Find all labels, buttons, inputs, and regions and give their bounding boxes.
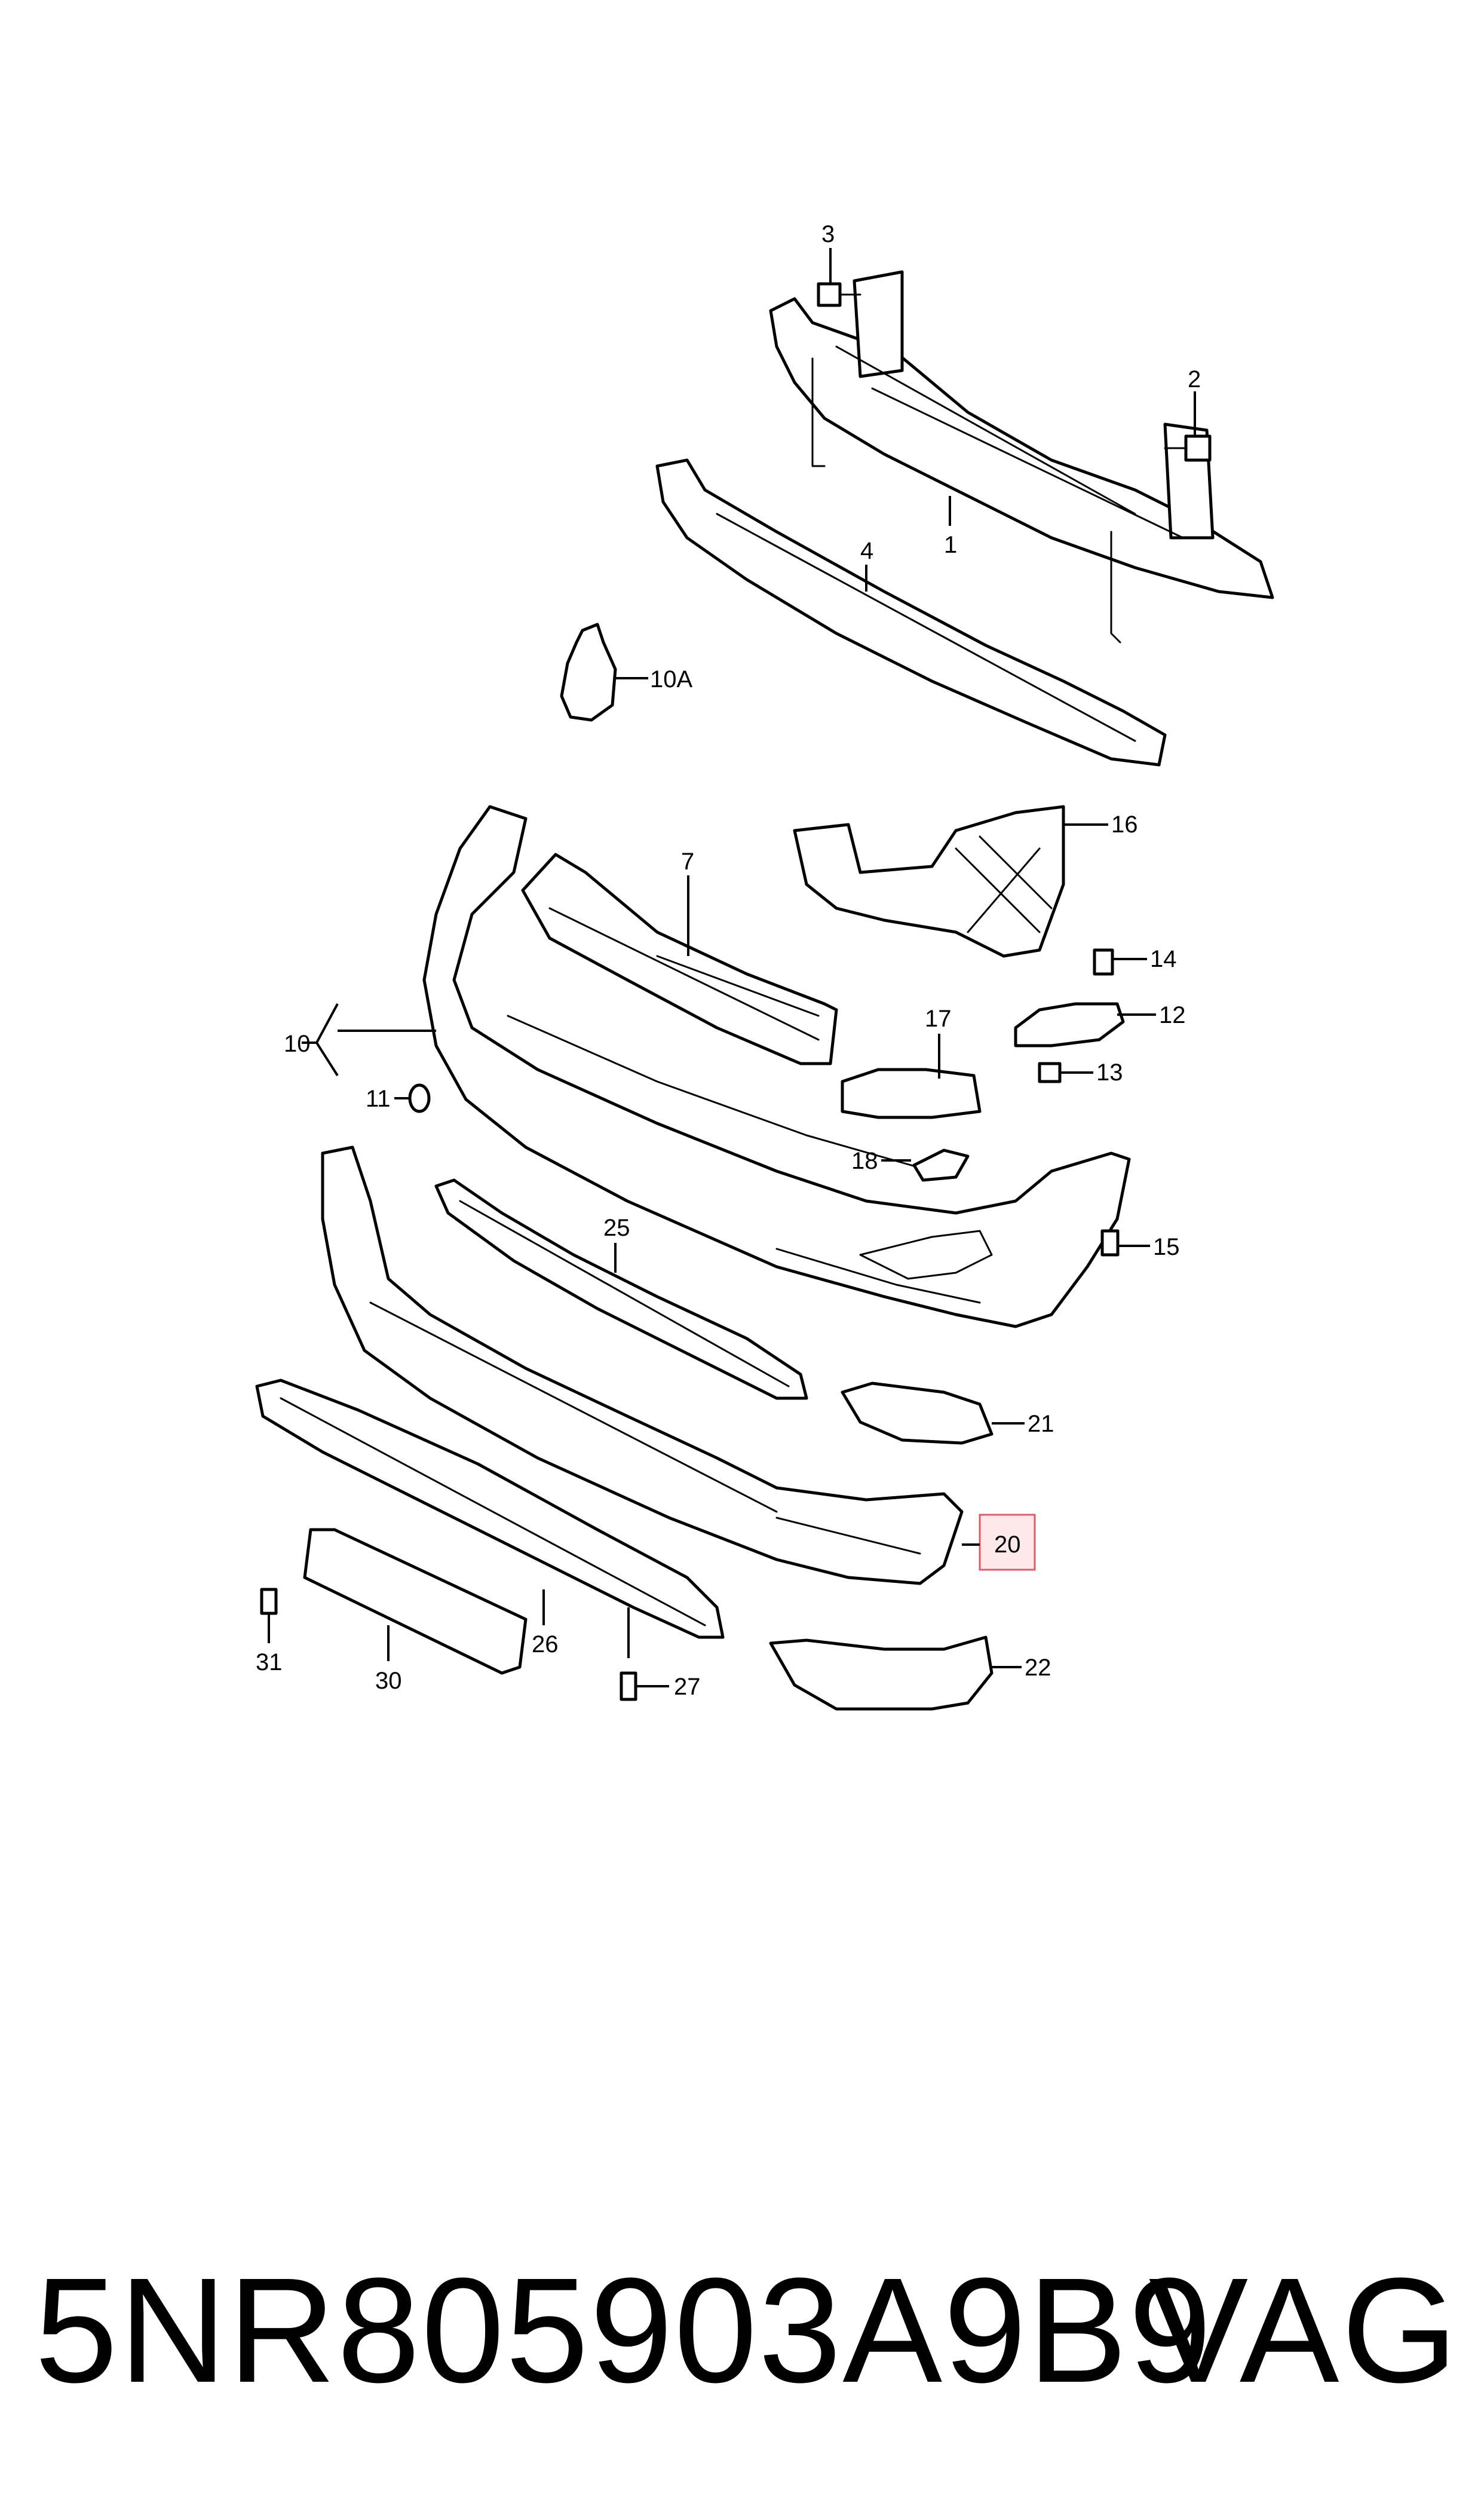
callout-11: 11 xyxy=(366,1086,391,1112)
callout-10a: 10A xyxy=(650,666,692,693)
part-10a-bag xyxy=(560,623,617,722)
part-18-cap xyxy=(912,1148,970,1182)
callout-10: 10 xyxy=(284,1031,311,1057)
callout-27: 25 xyxy=(603,1215,630,1241)
part-13-nut xyxy=(1038,1062,1062,1083)
leader-lines xyxy=(268,248,1196,1687)
callout-18: 18 xyxy=(851,1148,878,1174)
callout-22: 26 xyxy=(532,1631,559,1658)
part-7-grille xyxy=(521,853,838,1065)
part-17-bracket xyxy=(841,1068,982,1119)
part-2-bolt xyxy=(1164,434,1212,462)
part-31-screw xyxy=(260,1588,278,1615)
callout-20: 20 xyxy=(994,1531,1021,1558)
callout-1: 1 xyxy=(944,532,957,558)
part-number: 5NR805903A9B9 xyxy=(35,2247,1213,2413)
part-22-spoiler xyxy=(255,1379,725,1639)
brand-label: VAG xyxy=(1148,2247,1460,2413)
callout-25: 21 xyxy=(1028,1411,1054,1437)
part-11-cap xyxy=(408,1083,431,1113)
part-25-fog-grille xyxy=(841,1381,994,1445)
callout-2: 2 xyxy=(1188,366,1201,393)
callout-3: 3 xyxy=(821,221,835,247)
part-21-screw xyxy=(620,1671,637,1701)
callout-12: 12 xyxy=(1159,1002,1186,1028)
callout-21: 27 xyxy=(674,1674,701,1700)
callout-4: 4 xyxy=(860,538,873,564)
part-10-bumper-cover xyxy=(422,805,1131,1328)
part-27-grille xyxy=(434,1178,808,1400)
part-16-bracket xyxy=(793,805,1065,958)
part-20-lower-cover xyxy=(321,1145,964,1585)
callout-26: 22 xyxy=(1025,1655,1051,1681)
part-14-clip xyxy=(1093,948,1114,976)
callout-7: 7 xyxy=(681,848,694,875)
part-12-bracket xyxy=(1014,1002,1125,1047)
part-26-trim xyxy=(769,1635,994,1711)
callout-15: 15 xyxy=(1153,1234,1180,1260)
callout-13: 13 xyxy=(1096,1059,1123,1086)
callout-14: 14 xyxy=(1150,946,1177,972)
part-15-screw xyxy=(1100,1229,1120,1257)
callout-31: 31 xyxy=(256,1649,283,1675)
part-30-license-plate-holder xyxy=(303,1528,528,1675)
callout-20-highlight xyxy=(979,1514,1036,1571)
callout-17: 17 xyxy=(925,1006,952,1032)
part-4-impact-bar xyxy=(655,458,1167,767)
footer: 5NR805903A9B9 VAG xyxy=(0,2235,1484,2426)
part-1-cross-member xyxy=(769,270,1274,644)
callout-30: 30 xyxy=(375,1668,402,1694)
callout-16: 16 xyxy=(1111,811,1138,838)
